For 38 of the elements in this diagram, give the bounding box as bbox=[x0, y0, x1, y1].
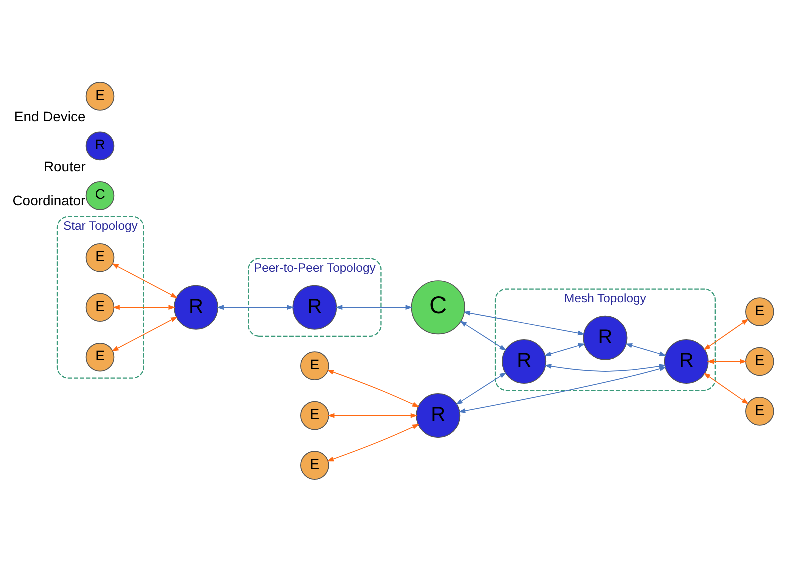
arrow bbox=[544, 343, 586, 356]
arrow bbox=[216, 305, 294, 310]
node-circle: R bbox=[174, 285, 218, 330]
node-label: End Device bbox=[14, 108, 86, 125]
arrow bbox=[112, 305, 176, 310]
node-circle: E bbox=[300, 352, 330, 380]
node-circle: E bbox=[86, 243, 115, 272]
arrow bbox=[326, 370, 420, 408]
node-circle: R bbox=[416, 394, 461, 438]
node-circle: R bbox=[664, 339, 709, 384]
arrow bbox=[626, 343, 667, 356]
node-circle: R bbox=[502, 339, 547, 384]
arrow bbox=[328, 413, 418, 418]
node-circle: C bbox=[411, 280, 466, 335]
node-label: Coordinator bbox=[12, 192, 86, 208]
arrow bbox=[112, 316, 178, 352]
arrow bbox=[456, 372, 507, 406]
node-circle: E bbox=[86, 342, 115, 372]
arrow bbox=[707, 359, 748, 364]
node-circle: R bbox=[292, 285, 338, 330]
arrow bbox=[704, 373, 749, 404]
arrow bbox=[326, 424, 420, 462]
node-circle: E bbox=[86, 82, 115, 111]
node-label: Router bbox=[44, 158, 86, 174]
arrow bbox=[704, 318, 749, 350]
node-circle: E bbox=[300, 451, 330, 480]
node-circle: E bbox=[86, 293, 115, 322]
node-circle: E bbox=[300, 401, 330, 430]
arrow bbox=[463, 310, 586, 336]
arrow bbox=[336, 305, 413, 310]
node-circle: C bbox=[86, 182, 115, 210]
node-circle: R bbox=[583, 316, 628, 360]
node-circle: E bbox=[746, 347, 774, 376]
node-circle: E bbox=[746, 298, 774, 326]
arrow bbox=[460, 320, 507, 351]
arrow bbox=[112, 264, 178, 298]
node-circle: R bbox=[86, 132, 115, 161]
node-circle: E bbox=[746, 397, 774, 426]
